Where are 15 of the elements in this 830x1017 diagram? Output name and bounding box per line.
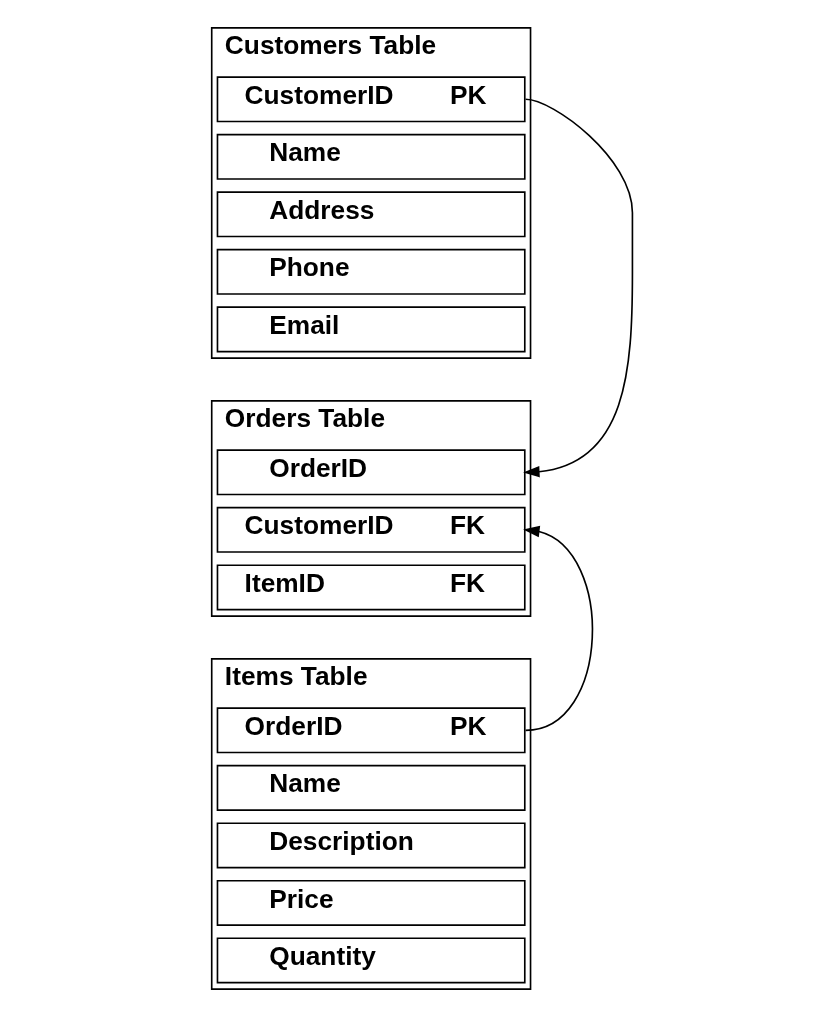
node-box: Email [216, 306, 526, 353]
node-box: ItemID FK [216, 564, 526, 611]
node-box: CustomerID PK [216, 76, 526, 123]
node-box: Name [216, 133, 526, 180]
arrow [522, 525, 593, 732]
node-box: Name [216, 764, 526, 811]
node-box: Description [216, 822, 526, 869]
node-box: OrderID [216, 449, 526, 496]
node-box: Quantity [216, 937, 526, 984]
arrow [522, 98, 633, 478]
node-box: Phone [216, 248, 526, 295]
node-box: Address [216, 191, 526, 238]
node-box: OrderID PK [216, 707, 526, 754]
node-box: Price [216, 879, 526, 926]
node-box: CustomerID FK [216, 506, 526, 553]
